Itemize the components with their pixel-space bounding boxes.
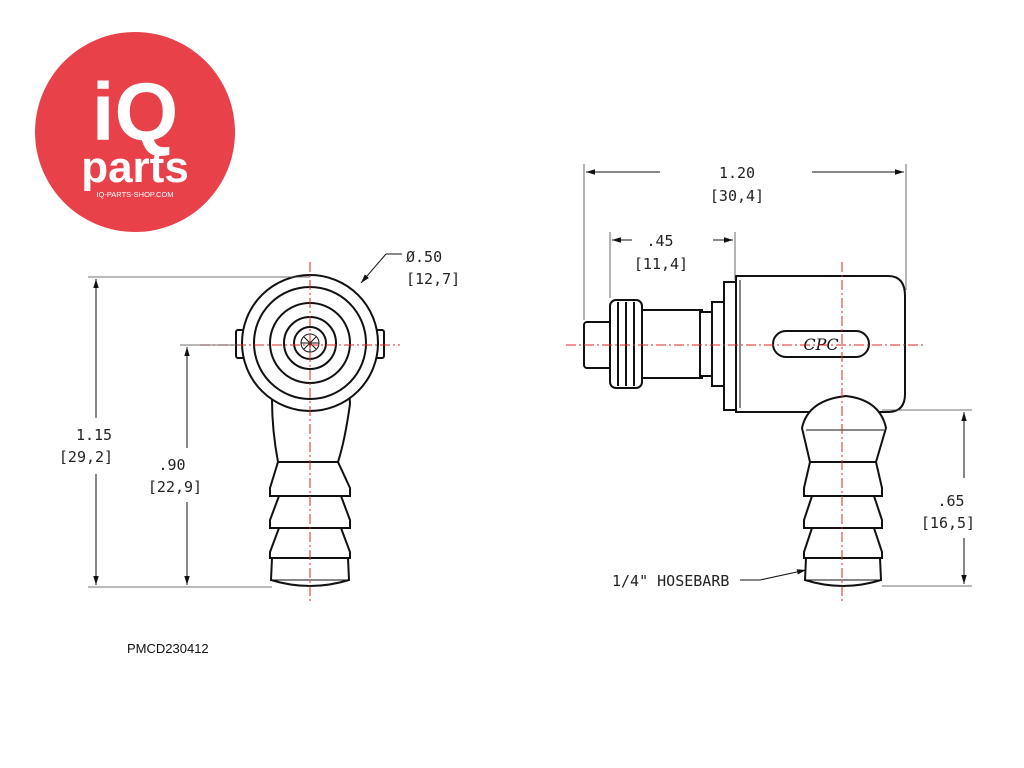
barb-height-mm: [16,5]: [921, 514, 975, 532]
overall-height-mm: [29,2]: [59, 448, 113, 466]
front-view: 1.15 [29,2] .90 [22,9] Ø.50 [12,7]: [59, 248, 460, 604]
plug-length-mm: [11,4]: [634, 255, 688, 273]
brand-badge: [772, 330, 870, 358]
axis-height-mm: [22,9]: [148, 478, 202, 496]
part-number: PMCD230412: [127, 641, 209, 656]
diameter-mm: [12,7]: [406, 270, 460, 288]
logo-url-text: IQ-PARTS-SHOP.COM: [96, 190, 173, 199]
side-view: CPC 1.20 [30,4] .45 [11,4] .65: [566, 164, 975, 604]
logo-parts-text: parts: [81, 143, 189, 192]
hose-barb-callout: 1/4" HOSEBARB: [612, 572, 729, 590]
logo-iq-text: iQ: [92, 67, 179, 158]
overall-length-mm: [30,4]: [710, 187, 764, 205]
axis-height-inch: .90: [158, 456, 185, 474]
plug-length-inch: .45: [646, 232, 673, 250]
overall-height-inch: 1.15: [76, 426, 112, 444]
overall-length-inch: 1.20: [719, 164, 755, 182]
iq-parts-logo: iQ parts IQ-PARTS-SHOP.COM: [35, 32, 235, 232]
barb-height-inch: .65: [937, 492, 964, 510]
diameter-inch: Ø.50: [406, 248, 442, 266]
